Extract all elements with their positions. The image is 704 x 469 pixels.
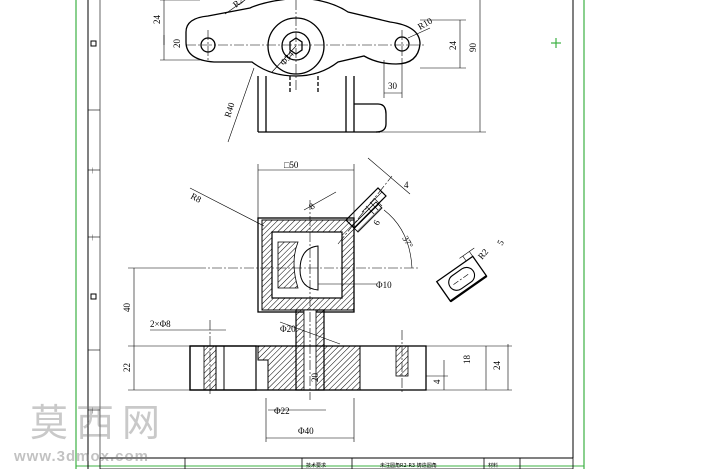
- title-block-cell: 材料: [488, 462, 498, 469]
- front-view-centerlines: [196, 175, 420, 400]
- dim-label: 8: [307, 201, 317, 212]
- top-view-centerlines: [186, 0, 424, 90]
- dim-label: Φ40: [298, 426, 314, 436]
- dim-label: Φ20: [280, 324, 296, 334]
- margin-mark: |: [92, 408, 93, 414]
- dim-label: 2×Φ8: [150, 319, 171, 329]
- dim-label: 4: [432, 379, 442, 384]
- detail-view: [435, 247, 488, 303]
- dim-label: Φ10: [376, 280, 392, 290]
- dim-label: Φ22: [274, 406, 290, 416]
- margin-mark: |: [92, 235, 93, 241]
- dim-label: 20: [310, 373, 320, 383]
- dim-label: 30: [388, 81, 398, 91]
- watermark-url: www.3dmox.com: [14, 448, 149, 465]
- dim-label: 40: [122, 303, 132, 313]
- front-view: [189, 187, 427, 391]
- dim-label: 5: [495, 238, 506, 247]
- dim-label: 4: [404, 180, 409, 190]
- dim-label: 24: [152, 15, 162, 25]
- top-view-dimlines: [160, 0, 486, 143]
- dim-label: R8: [189, 191, 203, 205]
- dim-label: 6: [371, 218, 382, 227]
- title-block-cell: 技术要求: [306, 462, 326, 469]
- dim-label: R40: [222, 101, 236, 119]
- title-block-cell: 未注圆角R2-R3 铸造圆角: [380, 462, 437, 469]
- title-block: [99, 457, 574, 469]
- dim-label: □50: [284, 160, 299, 170]
- margin-mark: |: [92, 168, 93, 174]
- dim-label: R20: [231, 0, 249, 10]
- front-view-dimlines: [128, 157, 512, 442]
- watermark-logo: 莫西网: [30, 401, 169, 445]
- dim-label: 24: [448, 41, 458, 51]
- dim-label: 90: [468, 43, 478, 53]
- crosshair-icon: [551, 38, 561, 48]
- dim-label: 20: [172, 39, 182, 49]
- dim-label: 18: [462, 355, 472, 365]
- dim-label: 22: [122, 363, 132, 372]
- dim-label: 24: [492, 361, 502, 371]
